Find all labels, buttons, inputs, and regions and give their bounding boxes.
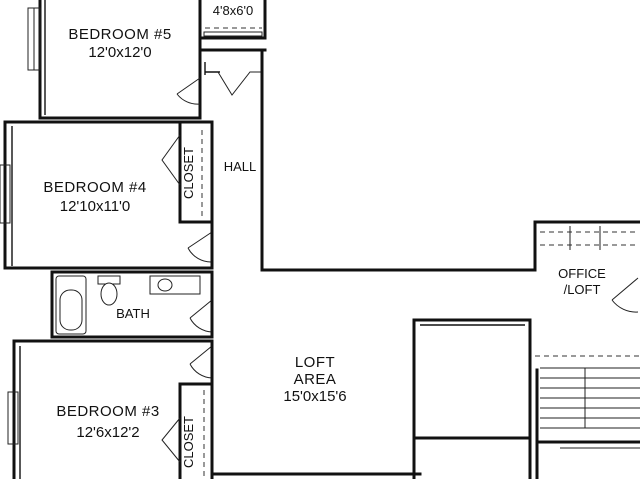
bedroom-4-dims: 12'10x11'0	[60, 198, 131, 215]
loft-name-line2: AREA	[294, 371, 337, 388]
office-loft	[540, 226, 639, 313]
bedroom-3-name: BEDROOM #3	[56, 403, 159, 420]
bedroom-5-name: BEDROOM #5	[68, 26, 171, 43]
loft-area	[260, 220, 640, 479]
office-name-line1: OFFICE	[558, 266, 606, 281]
stairs	[535, 355, 640, 479]
bedroom-3-dims: 12'6x12'2	[76, 424, 139, 441]
bedroom-5-dims: 12'0x12'0	[88, 44, 151, 61]
bedroom-4	[0, 120, 214, 270]
loft-dims: 15'0x15'6	[283, 388, 346, 405]
loft-name-line1: LOFT	[295, 354, 335, 371]
closet-lower-label: CLOSET	[181, 416, 196, 468]
bedroom-5	[27, 0, 202, 120]
bedroom-3	[7, 339, 422, 479]
bath	[50, 270, 214, 339]
bath-label: BATH	[116, 306, 150, 321]
closet-upper-label: CLOSET	[181, 147, 196, 199]
top-small-room	[198, 0, 267, 40]
office-name-line2: /LOFT	[564, 282, 601, 297]
hall-entry	[176, 48, 267, 272]
hall-label: HALL	[224, 159, 257, 174]
top-room-dims: 4'8x6'0	[213, 3, 253, 18]
bedroom-4-name: BEDROOM #4	[43, 179, 146, 196]
